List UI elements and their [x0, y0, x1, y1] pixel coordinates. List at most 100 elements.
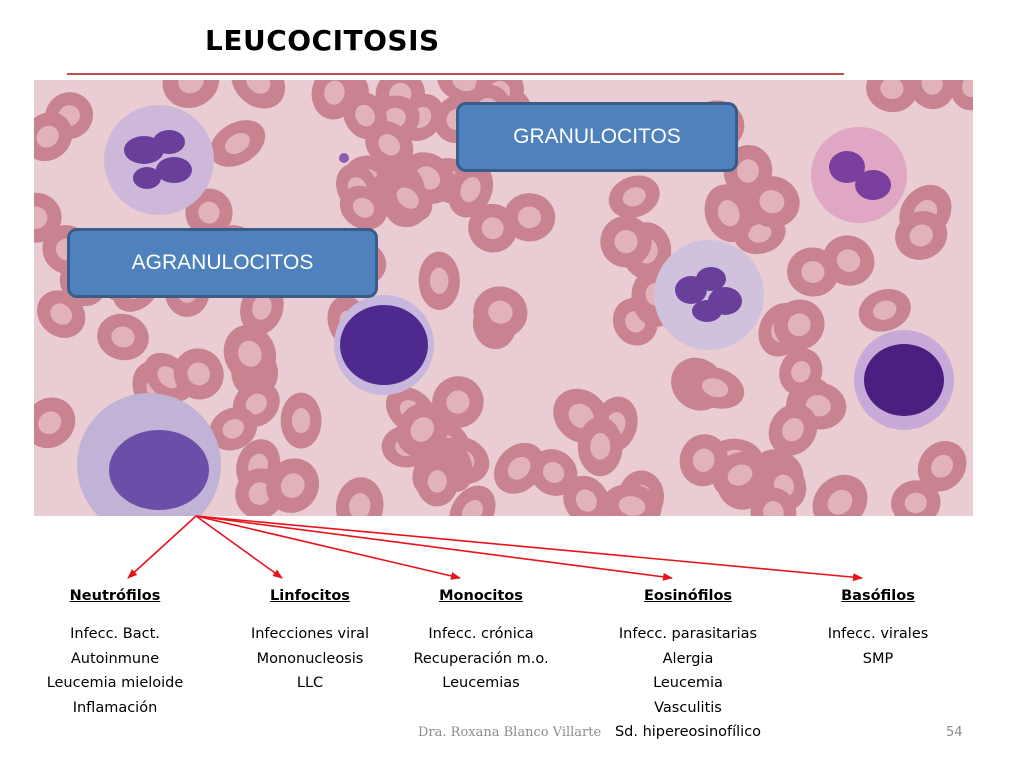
red-blood-cell [34, 192, 62, 243]
neutrophil-cell-2-nucleus [692, 300, 722, 322]
column-heading: Eosinófilos [643, 588, 733, 604]
column-item: Alergia [662, 650, 714, 667]
agranulocitos-callout: AGRANULOCITOS [67, 228, 378, 298]
red-blood-cell [34, 112, 73, 162]
column-item: Sd. hipereosinofílico [614, 724, 762, 740]
red-blood-cell [950, 80, 973, 111]
column-item: Infecciones viral [250, 626, 370, 642]
neutrophil-cell-nucleus [153, 130, 185, 154]
column-item: Recuperación m.o. [413, 650, 549, 667]
red-blood-cell [396, 402, 449, 457]
arrow-linfocitos [195, 515, 283, 579]
red-blood-cell [209, 120, 266, 167]
red-blood-cell [473, 286, 528, 338]
eosinophil-cell-nucleus [829, 151, 865, 183]
red-blood-cell [858, 288, 911, 332]
column-heading: Neutrófilos [69, 588, 161, 604]
column-item: Infecc. parasitarias [618, 626, 758, 642]
arrow-eosinofilos [195, 515, 673, 581]
column-item: LLC [296, 675, 324, 691]
neutrophil-cell-cytoplasm [104, 105, 214, 215]
lymphocyte-cell-nucleus [340, 305, 428, 385]
neutrophil-cell-nucleus [156, 157, 192, 183]
red-blood-cell [209, 407, 258, 451]
column-heading: Monocitos [439, 588, 523, 604]
red-blood-cell [704, 184, 754, 243]
column-item: Inflamación [72, 699, 158, 716]
red-blood-cell [447, 161, 494, 218]
column-item: Infecc. virales [827, 626, 929, 642]
column-item: Leucemias [442, 675, 520, 691]
red-blood-cell [383, 174, 433, 222]
red-blood-cell [280, 392, 322, 449]
red-blood-cell [773, 299, 825, 351]
red-blood-cell [779, 348, 823, 396]
red-blood-cell [223, 324, 277, 383]
red-blood-cell [608, 175, 660, 219]
column-heading: Linfocitos [270, 588, 350, 604]
red-blood-cell [744, 175, 800, 228]
red-blood-cell [468, 203, 518, 253]
platelet [339, 153, 349, 163]
red-blood-cell [577, 416, 623, 477]
neutrophil-cell-nucleus [133, 167, 161, 189]
red-blood-cell [97, 313, 149, 361]
arrow-neutrofilos [127, 515, 197, 579]
column-monocitos: Monocitos Infecc. crónica Recuperación m… [381, 588, 581, 696]
red-blood-cell [917, 441, 967, 492]
column-item: Leucemia [653, 675, 723, 691]
red-blood-cell [339, 185, 388, 230]
red-blood-cell [822, 235, 875, 286]
column-item: Mononucleosis [256, 650, 364, 667]
red-blood-cell [185, 188, 233, 237]
blood-smear-drawing [34, 80, 973, 516]
page-number: 54 [946, 725, 963, 740]
red-blood-cell [34, 397, 76, 449]
column-item: SMP [862, 650, 894, 667]
basophil-cell-nucleus [921, 358, 935, 372]
column-item: Vasculitis [654, 699, 722, 716]
red-blood-cell [173, 348, 224, 400]
red-blood-cell [418, 251, 460, 310]
red-blood-cell [685, 366, 745, 409]
basophil-cell-nucleus [876, 350, 892, 366]
column-heading: Basófilos [841, 588, 915, 604]
red-blood-cell [494, 442, 545, 494]
red-blood-cell [563, 475, 610, 516]
red-blood-cell [812, 474, 868, 516]
title-underline [67, 73, 844, 75]
column-neutrofilos: Neutrófilos Infecc. Bact. Autoinmune Leu… [15, 588, 215, 720]
neutrophil-cell-2-nucleus [696, 267, 726, 291]
red-blood-cell [266, 458, 320, 513]
column-item: Autoinmune [70, 650, 160, 667]
column-item: Leucemia mieloide [46, 675, 184, 691]
monocyte-cell-nucleus [109, 430, 209, 510]
column-item: Infecc. crónica [428, 626, 534, 642]
basophil-cell-nucleus [917, 390, 935, 406]
red-blood-cell [311, 80, 358, 120]
red-blood-cell [365, 120, 414, 169]
red-blood-cell [866, 80, 918, 113]
red-blood-cell [162, 80, 220, 108]
red-blood-cell [416, 456, 459, 507]
granulocitos-callout: GRANULOCITOS [456, 102, 738, 172]
slide-title: LEUCOCITOSIS [205, 24, 440, 57]
arrow-monocitos [195, 515, 461, 580]
neutrophil-cell-2-cytoplasm [654, 240, 764, 350]
arrow-basofilos [195, 515, 863, 582]
red-blood-cell [908, 80, 956, 110]
column-item: Infecc. Bact. [70, 626, 160, 642]
red-blood-cell [895, 211, 948, 260]
eosinophil-cell-nucleus [855, 170, 891, 200]
red-blood-cell [602, 484, 662, 516]
red-blood-cell [750, 487, 797, 516]
red-blood-cell [449, 485, 496, 516]
column-eosinofilos: Eosinófilos Infecc. parasitarias Alergia… [588, 588, 788, 745]
red-blood-cell [335, 477, 384, 516]
red-blood-cell [712, 451, 768, 499]
footer-author: Dra. Roxana Blanco Villarte [418, 725, 602, 740]
red-blood-cell [768, 403, 818, 456]
column-basofilos: Basófilos Infecc. virales SMP [778, 588, 978, 671]
